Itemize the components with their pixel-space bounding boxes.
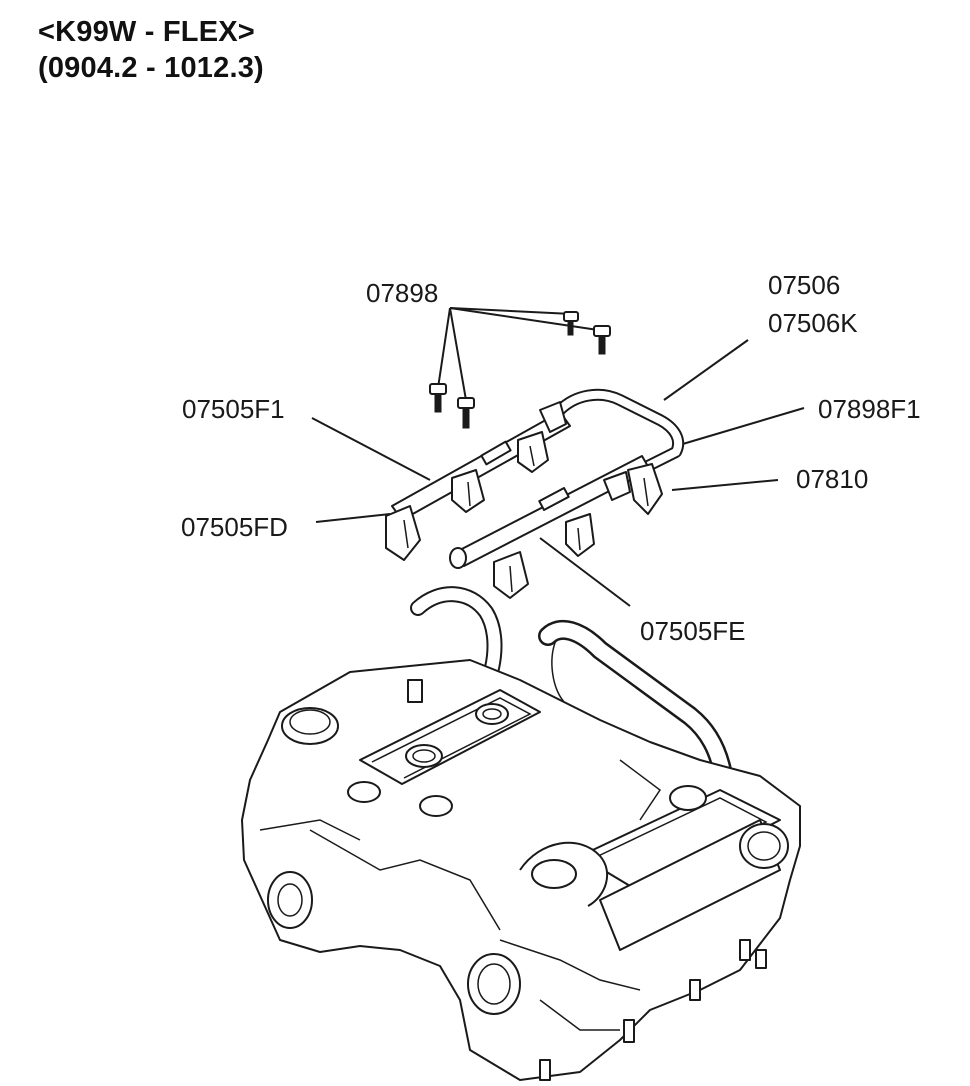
callout-07506: 07506 bbox=[768, 270, 841, 300]
leader-07898-d bbox=[449, 307, 467, 401]
leader-07506 bbox=[663, 339, 749, 401]
leader-07898-c bbox=[437, 307, 451, 389]
model-code: <K99W - FLEX> bbox=[38, 16, 255, 48]
leader-07810 bbox=[671, 479, 779, 491]
leader-07898-a bbox=[449, 307, 573, 315]
callout-07506k: 07506K bbox=[768, 308, 858, 338]
leader-07898f1 bbox=[675, 407, 805, 447]
callout-07898f1: 07898F1 bbox=[818, 394, 921, 424]
diagram-header: <K99W - FLEX> (0904.2 - 1012.3) bbox=[38, 14, 264, 86]
callout-07505fd: 07505FD bbox=[181, 512, 288, 542]
leader-lines bbox=[311, 307, 805, 607]
bolt-1 bbox=[429, 383, 447, 413]
engine-block bbox=[241, 586, 801, 1081]
callout-07810: 07810 bbox=[796, 464, 869, 494]
callout-07505f1: 07505F1 bbox=[182, 394, 285, 424]
bolt-3 bbox=[563, 311, 579, 336]
callout-07898: 07898 bbox=[366, 278, 439, 308]
leader-07505f1 bbox=[311, 417, 431, 481]
leader-07505fe bbox=[539, 537, 631, 607]
bolt-set bbox=[429, 311, 611, 429]
date-range: (0904.2 - 1012.3) bbox=[38, 52, 264, 84]
bolt-2 bbox=[457, 397, 475, 429]
bolt-4 bbox=[593, 325, 611, 355]
leader-07505fd bbox=[315, 513, 391, 523]
callout-07505fe: 07505FE bbox=[640, 616, 746, 646]
fuel-rail-assembly bbox=[385, 388, 685, 599]
